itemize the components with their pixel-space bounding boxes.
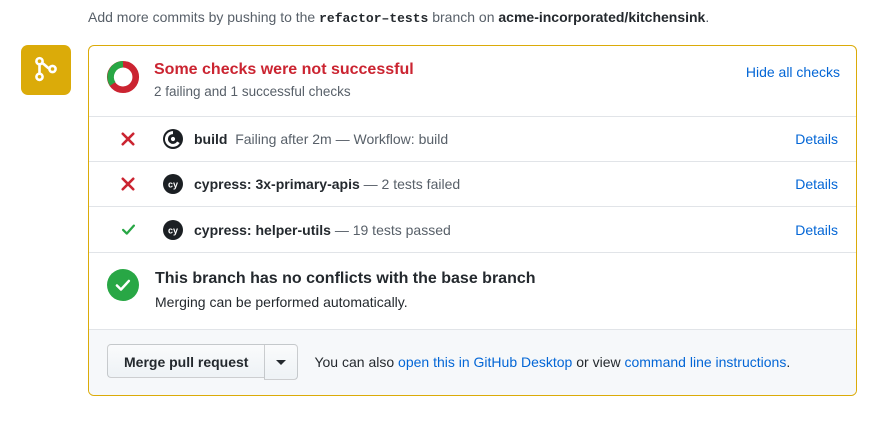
merge-button-group: Merge pull request <box>107 344 299 380</box>
cypress-icon: cy <box>163 174 183 194</box>
x-icon <box>119 132 137 146</box>
chevron-down-icon <box>276 359 287 365</box>
checks-status-header: Some checks were not successful 2 failin… <box>89 46 856 116</box>
check-description: — 2 tests failed <box>363 176 461 192</box>
x-icon <box>119 177 137 191</box>
svg-text:cy: cy <box>168 180 178 190</box>
check-description: — 19 tests passed <box>334 221 451 238</box>
hide-all-checks-link[interactable]: Hide all checks <box>745 64 840 80</box>
merge-status-box: Some checks were not successful 2 failin… <box>88 45 857 396</box>
branch-name: refactor–tests <box>319 11 429 26</box>
merge-conflicts-subtitle: Merging can be performed automatically. <box>155 294 408 310</box>
push-notice-prefix: Add more commits by pushing to the <box>88 9 320 25</box>
footer-text-middle: or view <box>572 354 625 370</box>
footer-text-prefix: You can also <box>314 354 399 370</box>
check-row-text: cypress: helper-utils — 19 tests passed <box>194 220 795 240</box>
check-row-text: cypress: 3x-primary-apis — 2 tests faile… <box>194 174 795 194</box>
cypress-icon: cy <box>163 219 183 240</box>
check-details-link[interactable]: Details <box>795 176 838 192</box>
repository-name: acme-incorporated/kitchensink <box>498 9 706 25</box>
check-row[interactable]: build Failing after 2m — Workflow: build… <box>89 117 856 162</box>
timeline-badge <box>21 45 71 95</box>
merge-footer-text: You can also open this in GitHub Desktop… <box>314 352 790 372</box>
github-actions-icon <box>163 129 183 149</box>
check-row-text: build Failing after 2m — Workflow: build <box>194 129 795 149</box>
check-circle-icon <box>107 269 139 301</box>
check-row[interactable]: cy cypress: helper-utils — 19 tests pass… <box>89 207 856 252</box>
push-commits-notice: Add more commits by pushing to the refac… <box>88 7 709 29</box>
merge-conflicts-section: This branch has no conflicts with the ba… <box>89 252 856 329</box>
merge-conflicts-title: This branch has no conflicts with the ba… <box>155 270 536 287</box>
push-notice-middle: branch on <box>428 9 499 25</box>
checks-status-subtitle: 2 failing and 1 successful checks <box>154 84 351 99</box>
check-context: cypress: 3x-primary-apis <box>194 176 360 192</box>
checks-status-title: Some checks were not successful <box>154 61 414 78</box>
checks-status-donut-icon <box>106 60 140 94</box>
check-context: cypress: helper-utils <box>194 221 331 238</box>
check-details-link[interactable]: Details <box>795 131 838 147</box>
footer-text-suffix: . <box>786 354 791 370</box>
merge-options-dropdown-button[interactable] <box>264 344 299 380</box>
command-line-instructions-link[interactable]: command line instructions <box>624 354 787 370</box>
checks-list: build Failing after 2m — Workflow: build… <box>89 116 856 252</box>
merge-pull-request-button[interactable]: Merge pull request <box>107 344 265 378</box>
check-context: build <box>194 131 228 147</box>
check-row[interactable]: cy cypress: 3x-primary-apis — 2 tests fa… <box>89 162 856 207</box>
check-details-link[interactable]: Details <box>795 221 838 238</box>
check-description: Failing after 2m — Workflow: build <box>235 131 449 147</box>
check-icon <box>119 222 137 237</box>
git-branch-icon <box>33 56 59 85</box>
svg-text:cy: cy <box>168 225 178 235</box>
push-notice-suffix: . <box>705 9 710 25</box>
merge-footer: Merge pull request You can also open thi… <box>89 329 856 395</box>
open-in-github-desktop-link[interactable]: open this in GitHub Desktop <box>398 354 573 370</box>
